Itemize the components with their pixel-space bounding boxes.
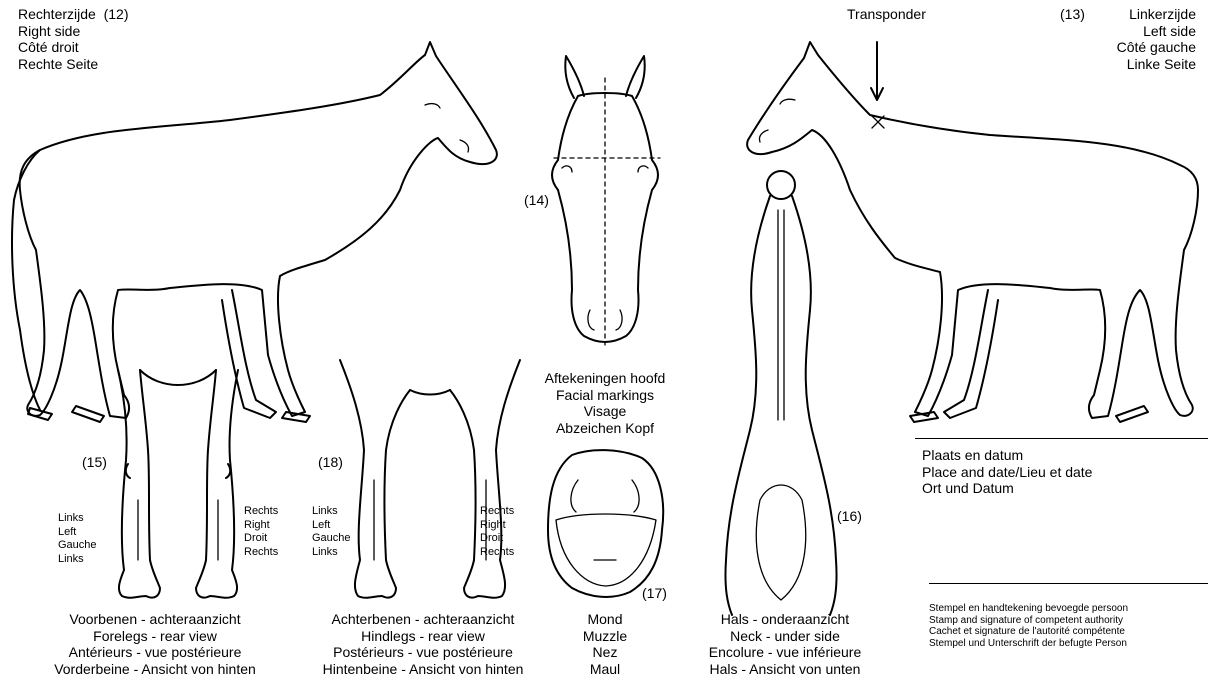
hindlegs-caption-nl: Achterbenen - achteraanzicht: [292, 611, 554, 628]
hindlegs-right-labels: Rechts Right Droit Rechts: [480, 505, 514, 559]
hindlegs-left-label-de: Links: [312, 546, 351, 560]
hindlegs-right-label-en: Right: [480, 519, 514, 533]
forelegs-rear-view-drawing: [118, 370, 238, 598]
neck-number: (16): [837, 508, 862, 525]
stamp-nl: Stempel en handtekening bevoegde persoon: [929, 603, 1128, 615]
head-number: (14): [524, 192, 549, 209]
forelegs-left-label-fr: Gauche: [58, 539, 97, 553]
right-side-label-nl: Rechterzijde: [18, 6, 96, 22]
hindlegs-caption: Achterbenen - achteraanzicht Hindlegs - …: [292, 611, 554, 677]
hindlegs-right-label-nl: Rechts: [480, 505, 514, 519]
hindlegs-caption-en: Hindlegs - rear view: [292, 628, 554, 645]
neck-caption-fr: Encolure - vue inférieure: [680, 644, 890, 661]
facial-markings-de: Abzeichen Kopf: [510, 420, 700, 437]
place-date-en-fr: Place and date/Lieu et date: [922, 464, 1092, 481]
left-side-number: (13): [1060, 6, 1085, 23]
neck-under-side-drawing: [725, 171, 836, 615]
hindlegs-number: (18): [318, 454, 343, 471]
forelegs-right-label-de: Rechts: [244, 546, 278, 560]
transponder-label: Transponder: [847, 6, 926, 23]
forelegs-right-label-fr: Droit: [244, 532, 278, 546]
left-side-label-en: Left side: [1117, 23, 1196, 40]
forelegs-number: (15): [82, 454, 107, 471]
neck-caption-nl: Hals - onderaanzicht: [680, 611, 890, 628]
place-date-nl: Plaats en datum: [922, 447, 1092, 464]
stamp-fr: Cachet et signature de l'autorité compét…: [929, 626, 1128, 638]
left-side-label-fr: Côté gauche: [1117, 39, 1196, 56]
neck-caption-de: Hals - Ansicht von unten: [680, 661, 890, 678]
hindlegs-right-label-fr: Droit: [480, 532, 514, 546]
right-side-label-en: Right side: [18, 23, 129, 40]
hindlegs-left-label-en: Left: [312, 519, 351, 533]
head-front-drawing: [552, 56, 660, 345]
forelegs-right-label-nl: Rechts: [244, 505, 278, 519]
forelegs-left-label-en: Left: [58, 526, 97, 540]
left-side-label-nl: Linkerzijde: [1117, 6, 1196, 23]
hindlegs-caption-fr: Postérieurs - vue postérieure: [292, 644, 554, 661]
hindlegs-rear-view-drawing: [340, 360, 520, 598]
forelegs-left-label-de: Links: [58, 553, 97, 567]
left-side-label-de: Linke Seite: [1117, 56, 1196, 73]
hindlegs-left-labels: Links Left Gauche Links: [312, 505, 351, 559]
forelegs-caption-en: Forelegs - rear view: [20, 628, 290, 645]
right-side-number: (12): [104, 6, 129, 22]
muzzle-caption-fr: Nez: [560, 644, 650, 661]
forelegs-caption-fr: Antérieurs - vue postérieure: [20, 644, 290, 661]
place-date-divider: [915, 438, 1208, 439]
hindlegs-caption-de: Hintenbeine - Ansicht von hinten: [292, 661, 554, 678]
hindlegs-left-label-nl: Links: [312, 505, 351, 519]
neck-caption-en: Neck - under side: [680, 628, 890, 645]
facial-markings-caption: Aftekeningen hoofd Facial markings Visag…: [510, 370, 700, 436]
neck-caption: Hals - onderaanzicht Neck - under side E…: [680, 611, 890, 677]
forelegs-caption: Voorbenen - achteraanzicht Forelegs - re…: [20, 611, 290, 677]
muzzle-caption-de: Maul: [560, 661, 650, 678]
hindlegs-left-label-fr: Gauche: [312, 532, 351, 546]
forelegs-left-labels: Links Left Gauche Links: [58, 512, 97, 566]
left-side-labels: Linkerzijde Left side Côté gauche Linke …: [1117, 6, 1196, 72]
stamp-labels: Stempel en handtekening bevoegde persoon…: [929, 603, 1128, 649]
forelegs-caption-nl: Voorbenen - achteraanzicht: [20, 611, 290, 628]
place-date-labels: Plaats en datum Place and date/Lieu et d…: [922, 447, 1092, 497]
forelegs-right-labels: Rechts Right Droit Rechts: [244, 505, 278, 559]
facial-markings-fr: Visage: [510, 403, 700, 420]
facial-markings-nl: Aftekeningen hoofd: [510, 370, 700, 387]
muzzle-number: (17): [642, 585, 667, 602]
forelegs-right-label-en: Right: [244, 519, 278, 533]
stamp-divider: [929, 583, 1208, 584]
muzzle-caption: Mond Muzzle Nez Maul: [560, 611, 650, 677]
forelegs-left-label-nl: Links: [58, 512, 97, 526]
place-date-de: Ort und Datum: [922, 480, 1092, 497]
muzzle-drawing: [548, 450, 663, 597]
stamp-de: Stempel und Unterschrift der befugte Per…: [929, 638, 1128, 650]
horse-right-side-drawing: [12, 42, 497, 422]
right-side-labels: Rechterzijde (12) Right side Côté droit …: [18, 6, 129, 72]
right-side-label-de: Rechte Seite: [18, 56, 129, 73]
stamp-en: Stamp and signature of competent authori…: [929, 615, 1128, 627]
forelegs-caption-de: Vorderbeine - Ansicht von hinten: [20, 661, 290, 678]
hindlegs-right-label-de: Rechts: [480, 546, 514, 560]
muzzle-caption-nl: Mond: [560, 611, 650, 628]
horse-left-side-drawing: [747, 42, 1198, 422]
muzzle-caption-en: Muzzle: [560, 628, 650, 645]
right-side-label-fr: Côté droit: [18, 39, 129, 56]
facial-markings-en: Facial markings: [510, 387, 700, 404]
